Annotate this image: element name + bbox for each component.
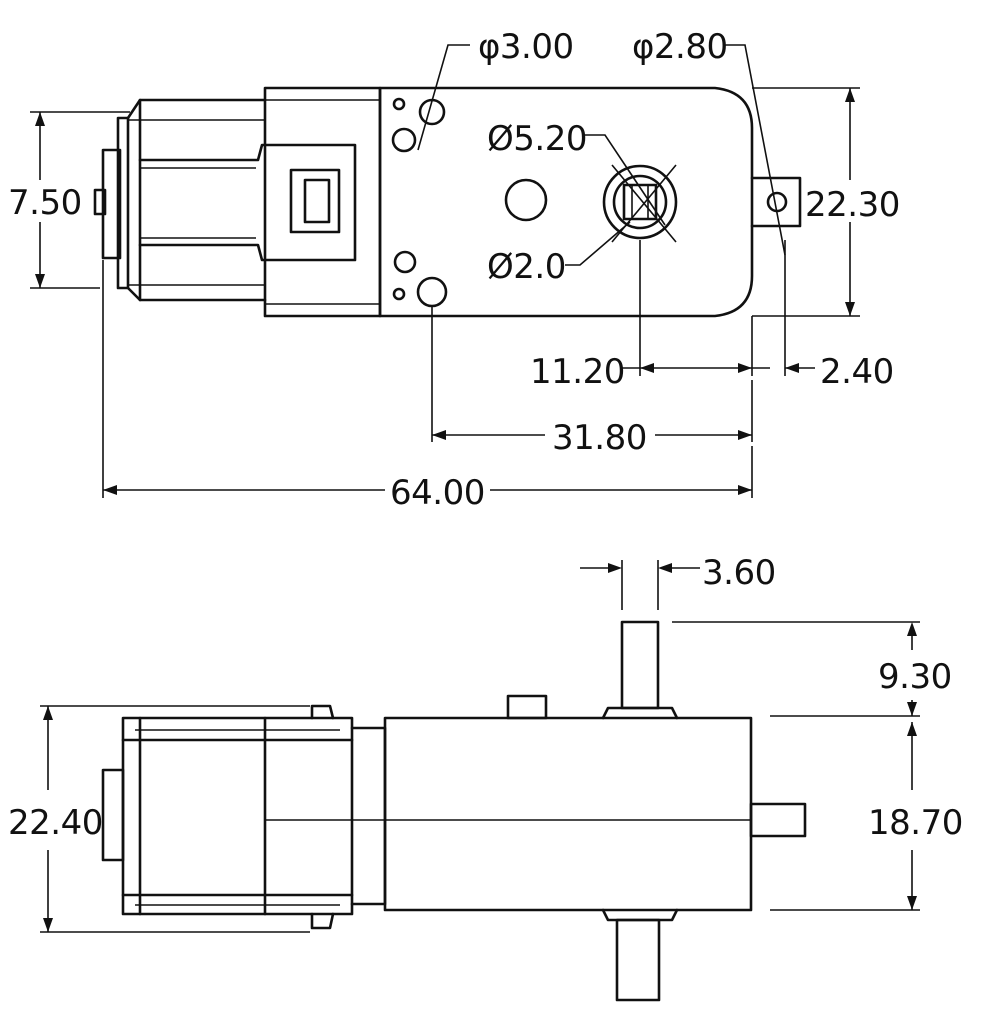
label-7-50: 7.50 xyxy=(8,183,82,223)
label-d2-8: φ2.80 xyxy=(632,27,728,67)
side-motor-details xyxy=(121,716,354,916)
label-3-60: 3.60 xyxy=(702,553,776,593)
shaft-bottom xyxy=(615,918,661,1002)
dim-line-64-00 xyxy=(102,260,753,498)
small-hole-2 xyxy=(393,250,417,274)
small-hole-1 xyxy=(391,127,417,153)
side-clip-bottom xyxy=(310,912,335,930)
side-protrusion xyxy=(749,802,807,838)
mount-ear-hole xyxy=(766,191,788,213)
label-d5-2: Ø5.20 xyxy=(487,119,587,159)
center-hole xyxy=(504,178,548,222)
label-11-20: 11.20 xyxy=(530,352,625,392)
shaft-top xyxy=(620,620,660,710)
side-motor-lines xyxy=(135,729,340,906)
side-boss xyxy=(506,694,548,720)
top-view xyxy=(93,86,802,318)
dim-line-3-60 xyxy=(580,560,700,610)
shaft-collar-top xyxy=(601,706,679,720)
end-terminal xyxy=(93,188,107,216)
clip-tab-inner xyxy=(303,178,331,224)
label-31-80: 31.80 xyxy=(552,418,647,458)
leader-d2-8 xyxy=(725,44,786,256)
label-9-30: 9.30 xyxy=(878,657,952,697)
label-2-40: 2.40 xyxy=(820,352,894,392)
output-shaft-mid xyxy=(612,174,668,230)
leader-d5-2 xyxy=(585,134,666,226)
clip-tab xyxy=(289,168,341,234)
label-22-40: 22.40 xyxy=(8,803,103,843)
dim-line-22-30 xyxy=(752,87,860,317)
motor-clip xyxy=(138,143,357,262)
output-shaft-outer xyxy=(602,164,678,240)
tiny-hole-1 xyxy=(392,97,406,111)
shaft-crosshair xyxy=(611,164,677,243)
side-end-boss xyxy=(101,768,125,862)
motor-can xyxy=(126,98,267,302)
gearbox xyxy=(378,86,754,318)
side-gearbox xyxy=(383,716,753,912)
side-mid-block xyxy=(350,726,387,906)
mid-housing xyxy=(263,86,382,318)
top-view-dimensions xyxy=(30,44,860,498)
label-22-30: 22.30 xyxy=(805,185,900,225)
side-clip-top xyxy=(310,704,335,720)
dim-line-22-40 xyxy=(40,705,310,933)
end-boss xyxy=(101,148,122,260)
dim-line-9-30 xyxy=(672,621,920,717)
motor-can-lines xyxy=(128,119,265,286)
output-shaft-flat-lines xyxy=(631,185,649,219)
dim-line-31-80 xyxy=(431,306,753,442)
side-motor-can xyxy=(121,716,354,916)
mount-ear xyxy=(750,176,802,228)
side-view-dimensions xyxy=(40,560,920,933)
output-shaft-flat xyxy=(622,183,658,221)
label-d3: φ3.00 xyxy=(478,27,574,67)
label-64-00: 64.00 xyxy=(390,473,485,513)
label-18-70: 18.70 xyxy=(868,803,963,843)
side-view xyxy=(101,620,807,1002)
shaft-collar-bottom xyxy=(601,908,679,922)
ext-lines-11-20 xyxy=(639,240,786,376)
leader-d3 xyxy=(417,44,470,151)
motor-clip-inner xyxy=(140,167,256,239)
mid-housing-lines xyxy=(265,99,380,305)
end-cap xyxy=(116,116,130,290)
leader-d2 xyxy=(565,221,631,266)
top-view-labels: φ3.00 φ2.80 Ø5.20 Ø2.0 7.50 22.30 11.20 … xyxy=(8,27,900,513)
mount-hole-bottom xyxy=(416,276,448,308)
dim-line-7-50 xyxy=(30,111,130,289)
label-d2: Ø2.0 xyxy=(487,247,566,287)
tiny-hole-2 xyxy=(392,287,406,301)
side-view-labels: 3.60 9.30 18.70 22.40 xyxy=(8,553,963,843)
